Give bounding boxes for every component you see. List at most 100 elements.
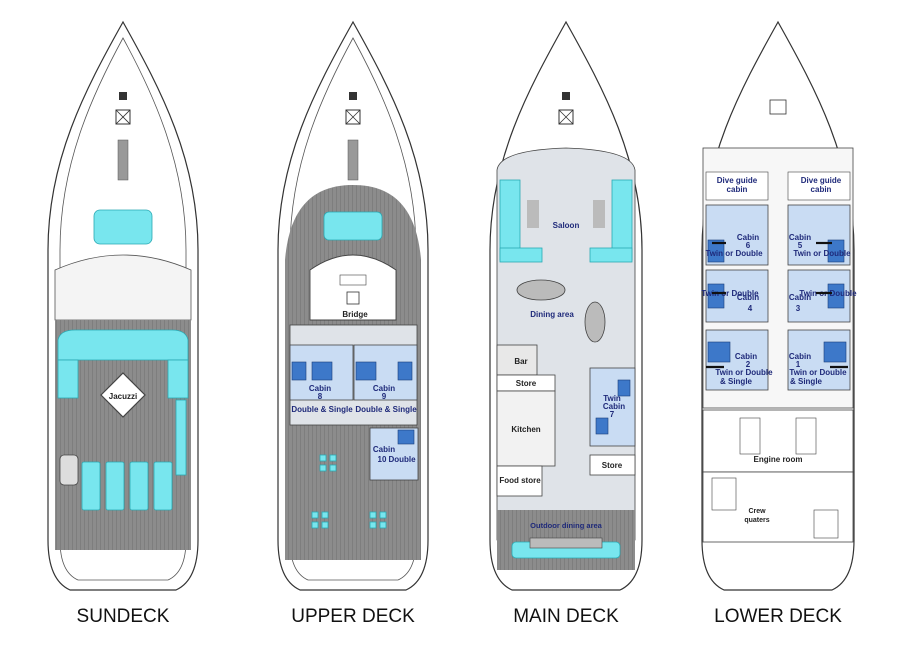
bar <box>496 344 538 376</box>
kitchen-label: Kitchen <box>511 425 540 434</box>
saloon-sofa-left-end <box>499 247 543 263</box>
cabin-6-label: Cabin <box>737 233 759 242</box>
upper-deck-title: UPPER DECK <box>291 606 415 627</box>
upper-deck-plan: Bridge Cabin 8 Double & Single Cabin 9 D… <box>277 20 429 627</box>
cabin-4-bed <box>707 283 725 309</box>
saloon-label: Saloon <box>553 221 580 230</box>
dive-guide-left-cabin: cabin <box>727 185 748 194</box>
bar-label: Bar <box>514 357 527 366</box>
cabin-10-number: 10 <box>378 455 387 464</box>
cabin-8-bed-double <box>311 361 333 381</box>
cabin-7-bed <box>617 379 631 397</box>
sundeck-lounge-cushions <box>57 329 189 361</box>
food-store-label: Food store <box>499 476 541 485</box>
cabin-9-bed <box>397 361 413 381</box>
sundeck-mast <box>117 139 129 181</box>
cabin-7-type: Twin <box>603 394 621 403</box>
aft-store <box>589 454 636 476</box>
cabin-8-bed <box>291 361 307 381</box>
dining-table-2 <box>584 301 606 343</box>
sundeck-left-cushion <box>57 359 79 399</box>
cabin-4-number: 4 <box>748 304 753 313</box>
aft-store-label: Store <box>602 461 623 470</box>
lower-deck-title: LOWER DECK <box>714 606 842 627</box>
sundeck-title: SUNDECK <box>77 606 170 627</box>
cabin-1-bed <box>823 341 847 363</box>
cabin-2-type-2: & Single <box>720 377 753 386</box>
bridge <box>309 254 397 321</box>
cabin-7-number: 7 <box>610 410 615 419</box>
dining-area-label: Dining area <box>530 310 574 319</box>
main-deck-plan: Saloon Dining area Bar Store Kitchen Twi… <box>489 20 643 627</box>
cabin-6-bed <box>707 239 725 263</box>
cabin-3-bed <box>827 283 845 309</box>
crew-label: Crew <box>748 508 766 515</box>
main-anchor-icon <box>558 92 574 125</box>
sundeck-chair <box>59 454 79 486</box>
lower-bow-hatch <box>769 99 787 115</box>
outdoor-dining-table <box>529 537 603 549</box>
dive-guide-cabin-right <box>787 171 851 201</box>
cabin-1-number: 1 <box>796 360 801 369</box>
cabin-5-label: Cabin <box>789 233 811 242</box>
sundeck-anchor-icon <box>115 92 131 125</box>
cabin-9-bed-double <box>355 361 377 381</box>
cabin-10-label: Cabin <box>373 445 395 454</box>
cabin-2-bed <box>707 341 731 363</box>
engine-room <box>702 409 854 473</box>
upper-deck-tables <box>311 454 387 529</box>
cabin-8-label: Cabin <box>309 384 331 393</box>
cabin-2-type: Twin or Double <box>715 368 773 377</box>
cabin-10-type: Double <box>388 455 416 464</box>
cabin-4-label: Cabin <box>737 293 759 302</box>
cabin-6-type: Twin or Double <box>705 249 763 258</box>
cabin-5-number: 5 <box>798 241 803 250</box>
saloon-table-right <box>593 200 605 228</box>
lower-deck-plan: Dive guide cabin Dive guide cabin Cabin … <box>701 20 857 627</box>
cabin-1-type: Twin or Double <box>789 368 847 377</box>
dive-guide-cabin-left <box>705 171 769 201</box>
cabin-5-type: Twin or Double <box>793 249 851 258</box>
cabin-9-type: Double & Single <box>355 405 417 414</box>
jacuzzi <box>100 372 146 418</box>
kitchen <box>496 390 556 467</box>
cabin-2-number: 2 <box>746 360 751 369</box>
dive-guide-left-label: Dive guide <box>717 176 758 185</box>
sundeck-front-seating <box>93 209 153 245</box>
sundeck-right-cushion <box>167 359 189 399</box>
cabin-7-bed-2 <box>595 417 609 435</box>
cabin-6-number: 6 <box>746 241 751 250</box>
dive-guide-right-label: Dive guide <box>801 176 842 185</box>
upper-front-seating <box>323 211 383 241</box>
sundeck-sunbeds <box>81 461 173 511</box>
saloon-sofa-right-end <box>589 247 633 263</box>
sundeck-plan: Jacuzzi SUNDECK <box>47 20 199 627</box>
dive-guide-right-cabin: cabin <box>811 185 832 194</box>
cabin-2-label: Cabin <box>735 352 757 361</box>
saloon-table-left <box>527 200 539 228</box>
jacuzzi-label: Jacuzzi <box>109 392 137 401</box>
cabin-7-label: Cabin <box>603 402 625 411</box>
cabin-10-bed <box>397 429 415 445</box>
cabin-9-number: 9 <box>382 392 387 401</box>
cabin-4-type: Twin or Double <box>701 289 759 298</box>
upper-mast <box>347 139 359 181</box>
crew-label-2: quaters <box>744 517 769 524</box>
dining-table <box>516 279 566 301</box>
cabin-5-bed <box>827 239 845 263</box>
upper-anchor-icon <box>345 92 361 125</box>
cabin-1-type-2: & Single <box>790 377 823 386</box>
cabin-3-label: Cabin <box>789 293 811 302</box>
cabin-8-number: 8 <box>318 392 323 401</box>
sundeck-side-bench <box>175 399 187 476</box>
main-store-label: Store <box>516 379 537 388</box>
food-store <box>496 465 543 497</box>
engine-room-label: Engine room <box>754 455 803 464</box>
cabin-9-label: Cabin <box>373 384 395 393</box>
cabin-3-number: 3 <box>796 304 801 313</box>
outdoor-dining-label: Outdoor dining area <box>530 521 602 530</box>
cabin-8-type: Double & Single <box>291 405 353 414</box>
bridge-label: Bridge <box>342 310 368 319</box>
cabin-1-label: Cabin <box>789 352 811 361</box>
